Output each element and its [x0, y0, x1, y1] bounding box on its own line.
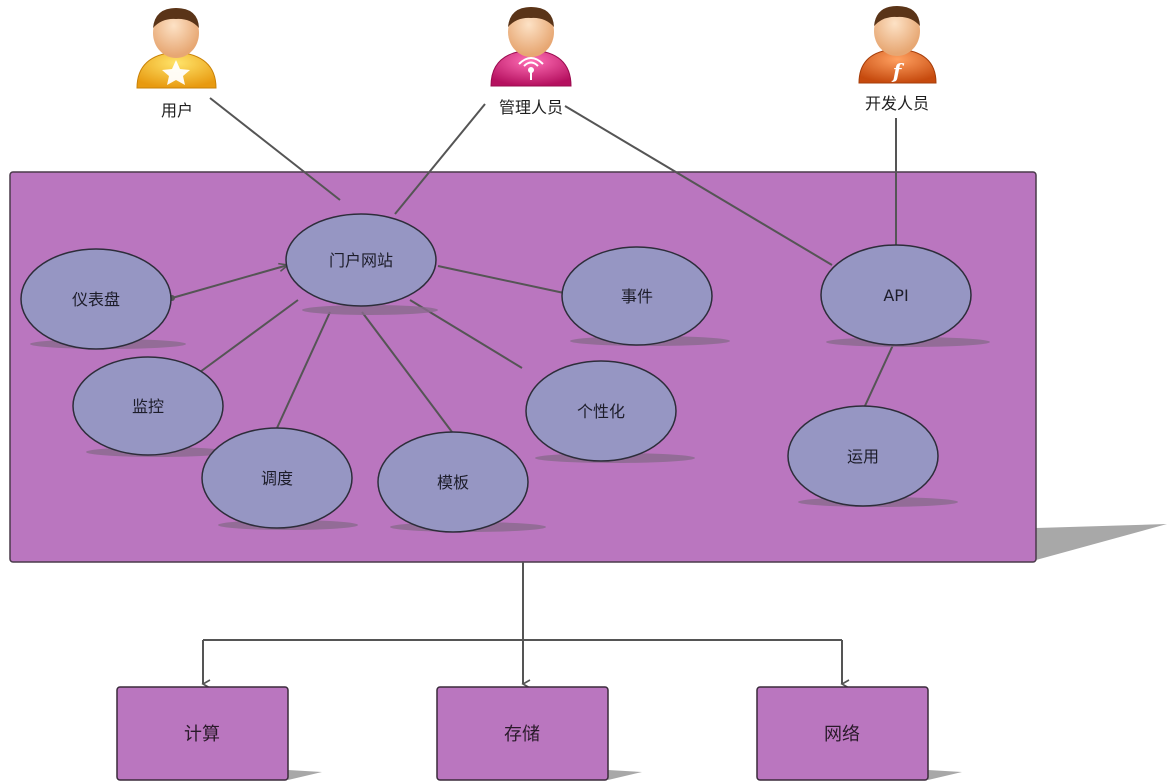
actor-developer-label: 开发人员 — [865, 94, 929, 113]
box-rect — [756, 686, 929, 781]
node-portal-label: 门户网站 — [329, 251, 393, 270]
box-compute-label: 计算 — [184, 724, 220, 745]
line-admin-portal — [394, 103, 486, 215]
node-shadow — [302, 305, 438, 315]
node-dashboard-label: 仪表盘 — [72, 290, 120, 309]
node-api-label: API — [883, 286, 908, 305]
box-shadow — [608, 770, 642, 780]
node-event-label: 事件 — [621, 287, 653, 306]
line-admin-api — [564, 105, 833, 266]
node-event[interactable]: 事件 — [561, 246, 730, 346]
node-ellipse — [525, 360, 677, 462]
node-ops-label: 运用 — [847, 447, 879, 466]
box-network[interactable]: 网络 — [756, 686, 962, 781]
box-storage[interactable]: 存储 — [436, 686, 642, 781]
node-ellipse — [820, 244, 972, 346]
node-schedule-label: 调度 — [261, 469, 293, 488]
developer-f-icon: f — [858, 6, 937, 84]
box-network-label: 网络 — [824, 724, 860, 745]
user-star-icon — [136, 8, 217, 89]
actor-developer[interactable]: f 开发人员 — [858, 6, 937, 113]
box-shadow — [928, 770, 962, 780]
actor-admin[interactable]: 管理人员 — [490, 7, 572, 117]
line-portal-template — [361, 311, 453, 433]
svg-text:f: f — [891, 59, 905, 83]
node-api[interactable]: API — [820, 244, 990, 347]
node-portal[interactable]: 门户网站 — [285, 213, 438, 315]
line-api-ops — [863, 344, 894, 409]
node-monitor[interactable]: 监控 — [72, 356, 230, 457]
box-storage-label: 存储 — [504, 724, 540, 745]
actor-admin-label: 管理人员 — [499, 98, 563, 117]
node-template[interactable]: 模板 — [377, 431, 546, 533]
line-portal-monitor — [199, 299, 299, 373]
node-dashboard[interactable]: 仪表盘 — [20, 248, 186, 350]
node-ops[interactable]: 运用 — [787, 405, 958, 507]
node-ellipse — [20, 248, 172, 350]
line-portal-event — [437, 265, 565, 294]
node-ellipse — [201, 427, 353, 529]
node-ellipse — [377, 431, 529, 533]
box-compute[interactable]: 计算 — [116, 686, 322, 781]
system-container-shadow — [1036, 524, 1167, 560]
node-personalize-label: 个性化 — [577, 402, 625, 421]
admin-signal-icon — [490, 7, 572, 87]
node-personalize[interactable]: 个性化 — [525, 360, 695, 463]
node-ellipse — [72, 356, 224, 456]
actor-user-label: 用户 — [161, 101, 193, 120]
box-rect — [116, 686, 289, 781]
line-user-portal — [209, 97, 341, 201]
line-dashboard-portal — [171, 262, 290, 299]
box-shadow — [288, 770, 322, 780]
node-ellipse — [285, 213, 437, 307]
box-rect — [436, 686, 609, 781]
node-ellipse — [561, 246, 713, 346]
node-ellipse — [787, 405, 939, 507]
node-schedule[interactable]: 调度 — [201, 427, 358, 530]
node-monitor-label: 监控 — [132, 397, 164, 416]
node-template-label: 模板 — [437, 473, 469, 492]
connectors — [169, 97, 897, 689]
line-portal-schedule — [276, 311, 331, 429]
actor-user[interactable]: 用户 — [136, 8, 217, 120]
